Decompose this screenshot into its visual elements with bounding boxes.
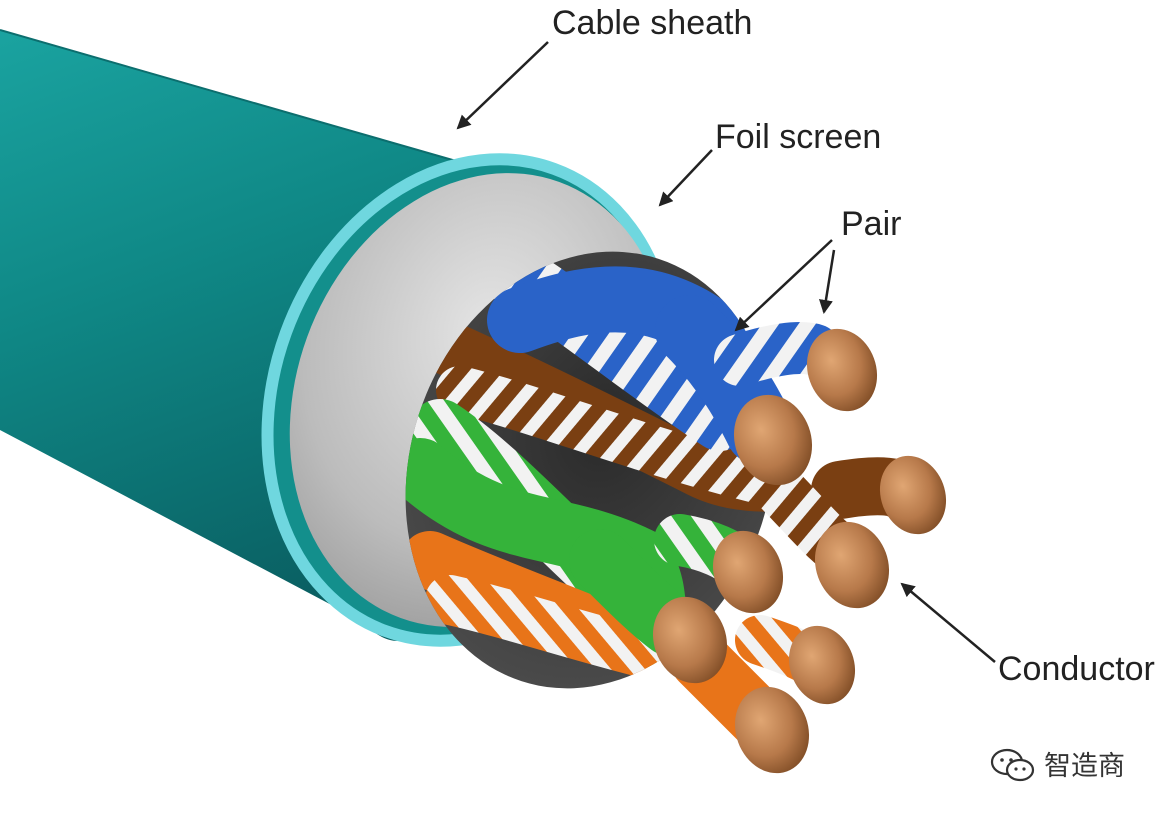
conductor-blue-striped: [806, 328, 878, 412]
conductor-orange-solid: [734, 686, 810, 774]
copper-conductors: [652, 328, 947, 774]
conductor-green-solid: [652, 596, 728, 684]
pair-label: Pair: [841, 205, 902, 243]
conductor-label: Conductor: [998, 650, 1155, 688]
arrow-pair-2: [819, 249, 836, 314]
callout-arrows: [456, 41, 996, 663]
foil-screen-label: Foil screen: [715, 118, 882, 156]
conductor-orange-striped: [788, 625, 856, 705]
conductor-brown-striped: [814, 521, 890, 609]
wechat-icon: [990, 748, 1035, 782]
arrow-pair-1: [734, 239, 833, 332]
watermark: 智造商: [990, 746, 1125, 786]
arrow-conductor: [900, 582, 996, 663]
cable-sheath-label: Cable sheath: [552, 4, 753, 42]
conductor-brown-solid: [879, 455, 947, 535]
arrow-foil-screen: [658, 149, 713, 207]
conductor-green-striped: [712, 530, 784, 614]
conductor-blue-solid: [733, 394, 813, 486]
arrow-cable-sheath: [456, 41, 549, 130]
watermark-text: 智造商: [1044, 750, 1125, 782]
